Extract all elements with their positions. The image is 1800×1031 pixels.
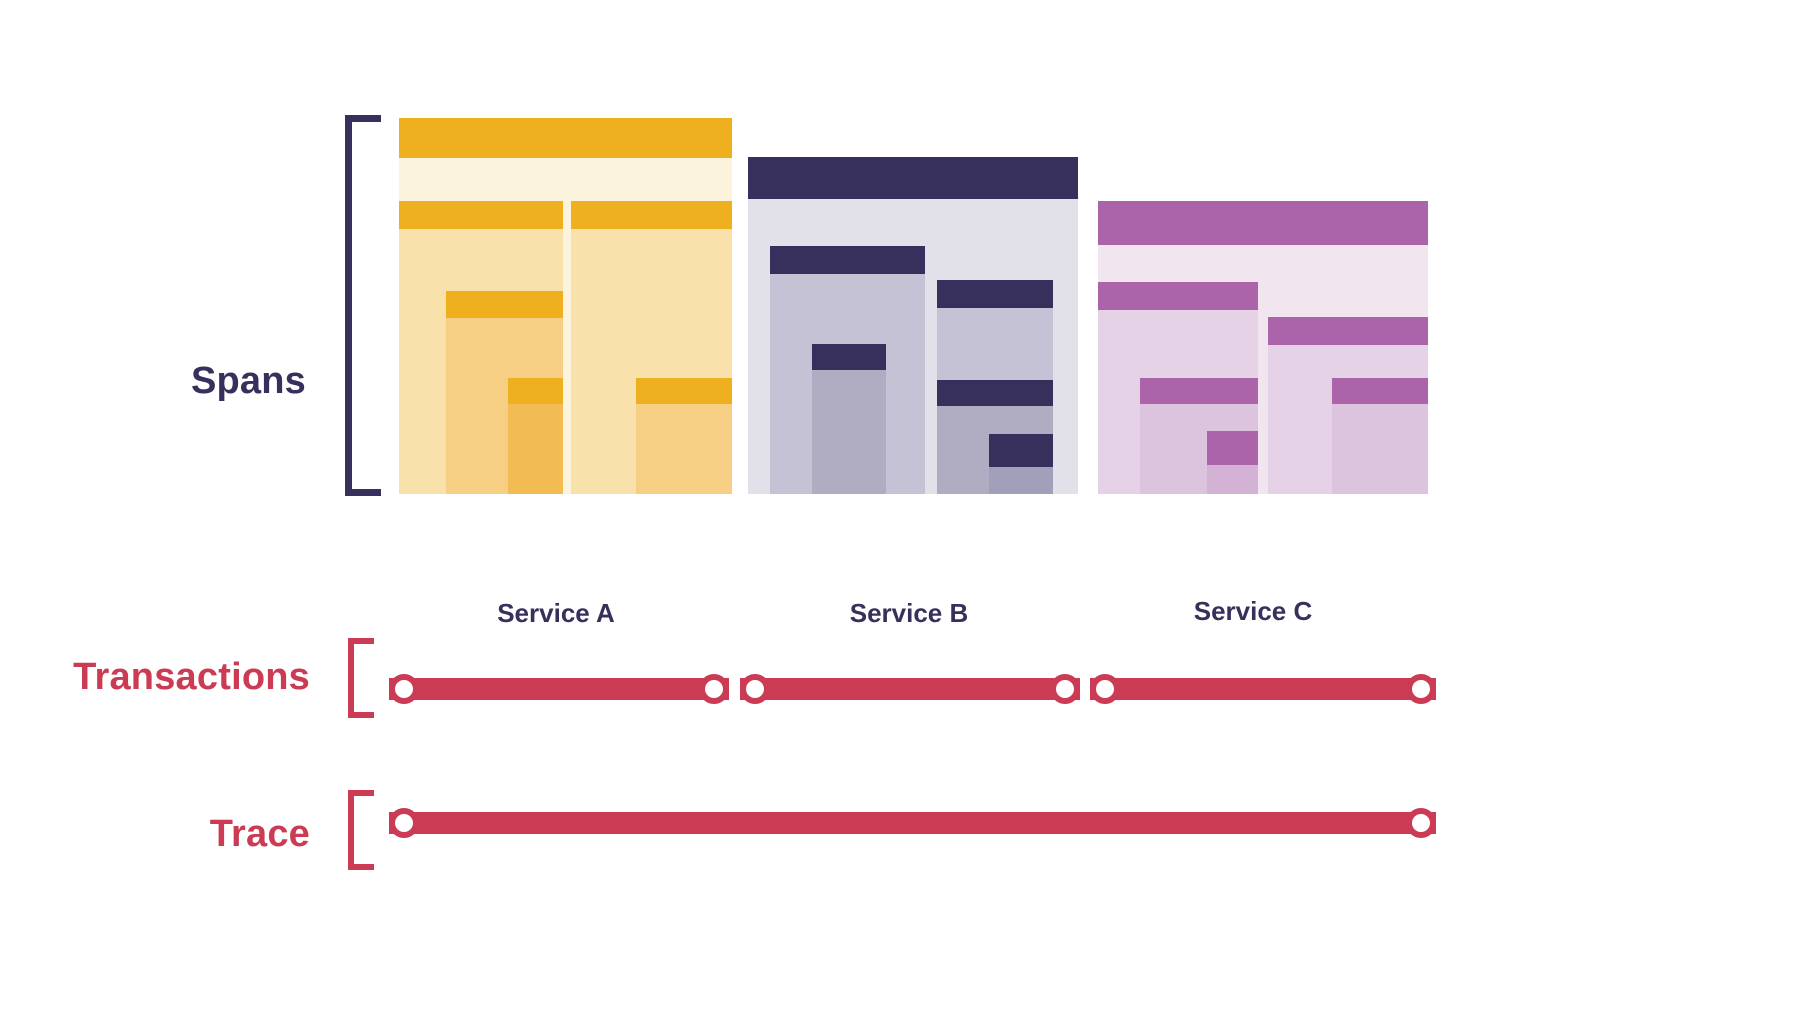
timeline-endpoint-txn-b-end[interactable] — [1050, 674, 1080, 704]
trace-bracket — [348, 790, 374, 870]
span-head-a-root — [399, 118, 732, 158]
span-head-c-2 — [1268, 317, 1428, 345]
span-bar-b-1-1[interactable] — [812, 344, 886, 494]
timeline-bar-txn-c[interactable] — [1090, 678, 1436, 700]
service-caption-service-a: Service A — [497, 598, 615, 628]
span-head-a-1-1 — [446, 291, 563, 318]
span-head-c-1 — [1098, 282, 1258, 310]
timeline-bar-txn-a[interactable] — [389, 678, 729, 700]
timeline-endpoint-txn-c-end[interactable] — [1406, 674, 1436, 704]
timeline-endpoint-txn-a-end[interactable] — [699, 674, 729, 704]
span-head-b-root — [748, 157, 1078, 199]
span-head-b-1-1 — [812, 344, 886, 370]
row-label-spans: Spans — [190, 360, 306, 402]
span-head-a-1 — [399, 201, 563, 229]
span-head-c-1-1-1 — [1207, 431, 1258, 465]
spans-bracket — [345, 115, 381, 496]
service-caption-service-c: Service C — [1193, 596, 1313, 626]
span-head-c-root — [1098, 201, 1428, 245]
span-head-b-2-1-1 — [989, 434, 1053, 467]
span-head-a-2 — [571, 201, 732, 229]
row-label-transactions: Transactions — [73, 656, 310, 698]
timeline-endpoint-txn-a-start[interactable] — [389, 674, 419, 704]
span-head-c-1-1 — [1140, 378, 1258, 404]
span-bar-c-1-1-1[interactable] — [1207, 431, 1258, 494]
span-head-c-2-1 — [1332, 378, 1428, 404]
timeline-endpoint-trace-full-end[interactable] — [1406, 808, 1436, 838]
span-head-b-2 — [937, 280, 1053, 308]
span-bar-a-2-1[interactable] — [636, 378, 732, 494]
span-bar-a-1-1-1[interactable] — [508, 378, 563, 494]
timeline-bar-txn-b[interactable] — [740, 678, 1080, 700]
spans-area: Service A Service B Service C — [399, 118, 1428, 626]
timeline-endpoint-txn-b-start[interactable] — [740, 674, 770, 704]
transactions-bracket — [348, 638, 374, 718]
span-head-a-2-1 — [636, 378, 732, 404]
span-bar-b-2-1-1[interactable] — [989, 434, 1053, 494]
row-label-trace: Trace — [209, 813, 310, 855]
trace-timeline — [0, 0, 1800, 838]
span-head-b-1 — [770, 246, 925, 274]
span-head-b-2-1 — [937, 380, 1053, 406]
timeline-endpoint-trace-full-start[interactable] — [389, 808, 419, 838]
transactions-timeline — [0, 0, 1800, 704]
timeline-bar-trace-full[interactable] — [389, 812, 1436, 834]
span-head-a-1-1-1 — [508, 378, 563, 404]
span-bar-c-2-1[interactable] — [1332, 378, 1428, 494]
timeline-endpoint-txn-c-start[interactable] — [1090, 674, 1120, 704]
service-caption-service-b: Service B — [849, 598, 969, 628]
